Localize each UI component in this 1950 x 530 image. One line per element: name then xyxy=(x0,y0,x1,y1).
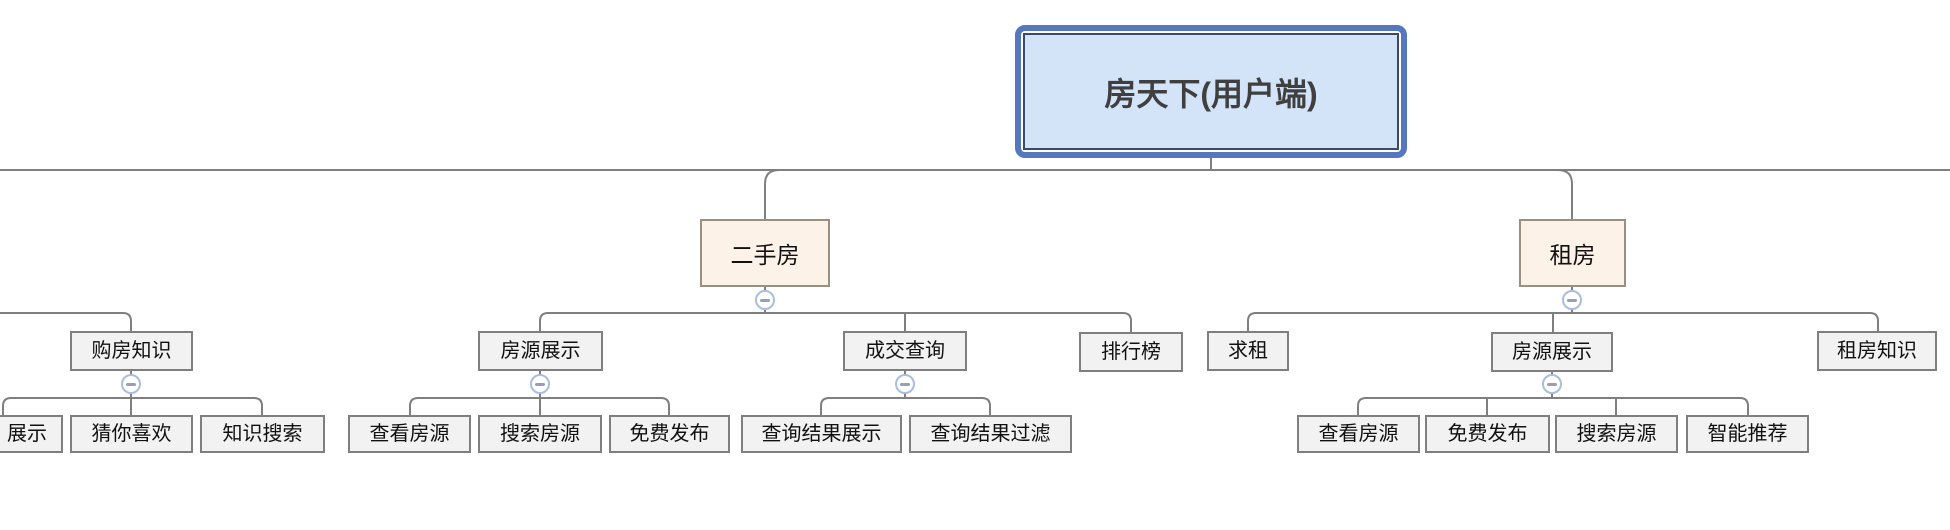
node-sousuo-fangyuan-ershou[interactable]: 搜索房源 xyxy=(478,415,602,453)
elbow-ershoufang xyxy=(764,169,780,219)
collapse-button-goufang-zhishi[interactable] xyxy=(121,374,141,394)
node-sousuo-fangyuan-zufang[interactable]: 搜索房源 xyxy=(1555,415,1678,453)
node-zhanshi-clipped[interactable]: 展示 xyxy=(0,415,63,453)
rail-offscreen-parent xyxy=(0,312,132,331)
rail-fangyuanzhanshi-zf xyxy=(1357,397,1749,415)
rail-ershoufang xyxy=(539,312,1132,332)
node-chakan-fangyuan-zufang[interactable]: 查看房源 xyxy=(1297,415,1420,453)
node-mianfei-fabu-zufang[interactable]: 免费发布 xyxy=(1425,415,1550,453)
collapse-button-chengjiao-chaxun[interactable] xyxy=(895,374,915,394)
node-ershoufang[interactable]: 二手房 xyxy=(700,219,830,287)
collapse-button-fangyuan-zhanshi-zufang[interactable] xyxy=(1542,374,1562,394)
collapse-button-zufang[interactable] xyxy=(1562,290,1582,310)
rail-zufang xyxy=(1247,312,1879,331)
elbow-zufang xyxy=(1557,169,1573,219)
node-fangyuan-zhanshi-zufang[interactable]: 房源展示 xyxy=(1491,332,1613,372)
node-cainixihuan[interactable]: 猜你喜欢 xyxy=(70,415,193,453)
node-zufang-zhishi[interactable]: 租房知识 xyxy=(1817,331,1937,371)
node-chengjiao-chaxun[interactable]: 成交查询 xyxy=(843,331,967,371)
node-qiuzu[interactable]: 求租 xyxy=(1207,331,1289,371)
node-zufang[interactable]: 租房 xyxy=(1519,219,1626,287)
node-root-label: 房天下(用户端) xyxy=(1023,33,1399,150)
rail-chengjiao xyxy=(820,397,991,415)
node-fangyuan-zhanshi-ershou[interactable]: 房源展示 xyxy=(478,331,603,371)
node-chaxun-jieguo-zhanshi[interactable]: 查询结果展示 xyxy=(741,415,902,453)
node-mianfei-fabu-ershou[interactable]: 免费发布 xyxy=(609,415,730,453)
collapse-button-fangyuan-zhanshi-ershou[interactable] xyxy=(530,374,550,394)
node-zhishi-sousuo[interactable]: 知识搜索 xyxy=(200,415,325,453)
node-zhineng-tuijian[interactable]: 智能推荐 xyxy=(1686,415,1809,453)
rail-goufangzhishi xyxy=(2,397,263,415)
node-chaxun-jieguo-guolv[interactable]: 查询结果过滤 xyxy=(909,415,1072,453)
node-goufang-zhishi[interactable]: 购房知识 xyxy=(70,331,193,371)
node-chakan-fangyuan-ershou[interactable]: 查看房源 xyxy=(348,415,471,453)
node-root[interactable]: 房天下(用户端) xyxy=(1015,25,1407,158)
collapse-button-ershoufang[interactable] xyxy=(755,290,775,310)
node-paihangbang[interactable]: 排行榜 xyxy=(1079,332,1183,372)
